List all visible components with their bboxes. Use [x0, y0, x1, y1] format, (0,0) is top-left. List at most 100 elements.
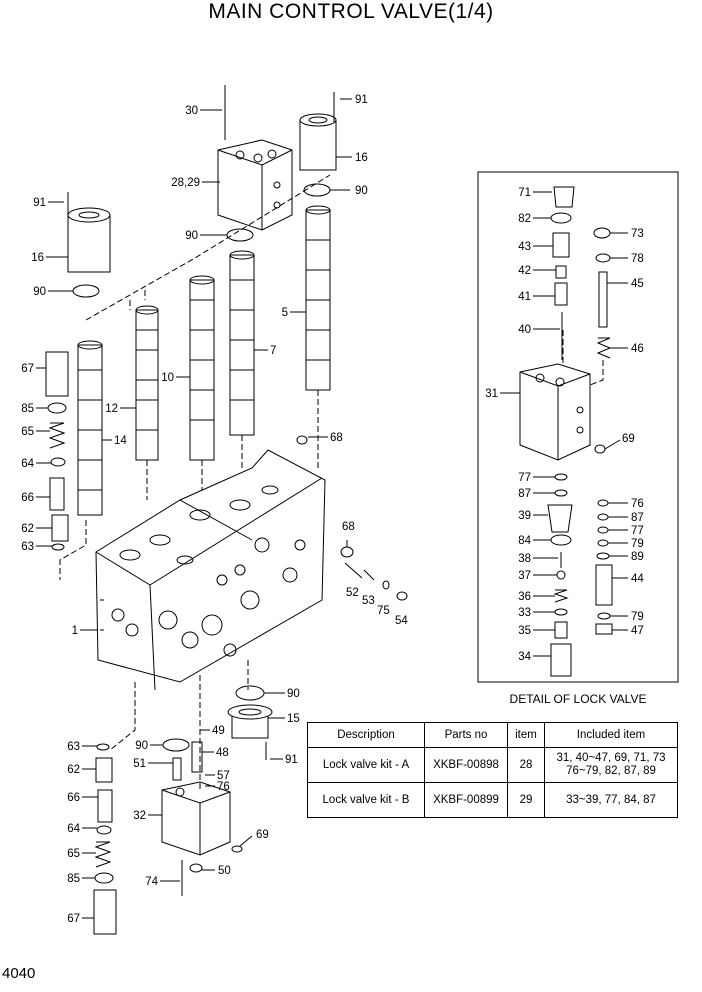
callout-28-29: 28,29: [171, 177, 200, 189]
callout-85-upper: 85: [21, 403, 34, 415]
detail-callout-87-left: 87: [518, 488, 531, 500]
detail-caption: DETAIL OF LOCK VALVE: [510, 692, 647, 706]
callout-51: 51: [133, 758, 146, 770]
detail-callout-82: 82: [518, 213, 531, 225]
callout-30: 30: [185, 105, 198, 117]
cell-description: Lock valve kit - B: [307, 782, 425, 818]
included-line-1: 33~39, 77, 84, 87: [566, 793, 656, 806]
cell-included-item: 31, 40~47, 69, 71, 73 76~79, 82, 87, 89: [544, 747, 678, 783]
callout-66-upper: 66: [21, 492, 34, 504]
detail-parts: [519, 186, 613, 677]
main-valve-body: [95, 449, 326, 691]
callout-50: 50: [218, 865, 231, 877]
detail-callout-37: 37: [518, 570, 531, 582]
cell-item: 29: [507, 782, 545, 818]
detail-callout-77-left: 77: [518, 472, 531, 484]
callout-63-lower: 63: [67, 741, 80, 753]
lock-valve-kit-table: Description Parts no item Included item …: [307, 722, 678, 818]
o-ring-90-e: [162, 738, 190, 752]
detail-callout-76: 76: [631, 498, 644, 510]
poppet-52: [344, 562, 363, 579]
included-line-2: 76~79, 82, 87, 89: [566, 765, 656, 777]
callout-67-lower: 67: [67, 913, 80, 925]
detail-callout-43: 43: [518, 241, 531, 253]
lock-valve-detail-frame: [477, 171, 679, 683]
callout-90-upper: 90: [355, 185, 368, 197]
callout-67-upper: 67: [21, 363, 34, 375]
callout-66-lower: 66: [67, 792, 80, 804]
cell-parts-no: XKBF-00899: [424, 782, 508, 818]
o-ring-90-d: [235, 685, 265, 701]
callout-5: 5: [282, 307, 288, 319]
detail-callout-77-right: 77: [631, 525, 644, 537]
spool-14: [77, 340, 103, 516]
callout-49: 49: [212, 725, 225, 737]
o-ring-90-a: [303, 183, 331, 197]
cell-description: Lock valve kit - A: [307, 747, 425, 783]
left-stack-lower: [93, 743, 117, 935]
detail-callout-73: 73: [631, 228, 644, 240]
callout-12: 12: [105, 403, 118, 415]
detail-callout-78: 78: [631, 253, 644, 265]
o-ring-90-c: [72, 284, 100, 298]
callout-64-lower: 64: [67, 823, 80, 835]
detail-callout-71: 71: [518, 187, 531, 199]
callout-68-upper: 68: [330, 432, 343, 444]
callout-90-lower: 90: [135, 740, 148, 752]
callout-7: 7: [270, 345, 276, 357]
spool-12: [135, 305, 159, 461]
detail-callout-36: 36: [518, 591, 531, 603]
callout-32: 32: [133, 810, 146, 822]
detail-callout-38: 38: [518, 553, 531, 565]
callout-10: 10: [161, 372, 174, 384]
detail-callout-39: 39: [518, 510, 531, 522]
cell-item: 28: [507, 747, 545, 783]
callout-62-lower: 62: [67, 764, 80, 776]
detail-callout-84: 84: [518, 535, 531, 547]
detail-callout-79-upper: 79: [631, 538, 644, 550]
callout-90-cover: 90: [287, 688, 300, 700]
piston-51: [172, 757, 182, 781]
callout-91-left: 91: [33, 197, 46, 209]
lock-valve-block-32: [161, 781, 231, 856]
spool-10: [189, 275, 215, 461]
callout-90-block: 90: [185, 230, 198, 242]
callout-75: 75: [377, 605, 390, 617]
callout-15: 15: [287, 713, 300, 725]
callout-65-lower: 65: [67, 848, 80, 860]
leader-lines: [36, 98, 628, 919]
spring-53: [363, 569, 375, 581]
page-number: 4040: [2, 965, 36, 982]
header-parts-no: Parts no: [424, 722, 508, 748]
callout-14: 14: [114, 435, 127, 447]
detail-callout-44: 44: [631, 573, 644, 585]
kit-table-header-row: Description Parts no item Included item: [307, 722, 678, 748]
spool-7: [229, 250, 255, 436]
callout-63-upper: 63: [21, 541, 34, 553]
plug-68-upper: [296, 435, 308, 445]
cell-parts-no: XKBF-00898: [424, 747, 508, 783]
callout-85-lower: 85: [67, 873, 80, 885]
callout-54: 54: [395, 615, 408, 627]
callout-90-left: 90: [33, 286, 46, 298]
cover-15: [227, 704, 273, 739]
detail-callout-35: 35: [518, 625, 531, 637]
included-line-1: 31, 40~47, 69, 71, 73: [556, 752, 666, 764]
detail-callout-46: 46: [631, 343, 644, 355]
detail-callout-47: 47: [631, 625, 644, 637]
plug-68-lower: [340, 546, 354, 558]
detail-callout-40: 40: [518, 324, 531, 336]
callout-1: 1: [72, 625, 78, 637]
lock-valve-block-28-29: [217, 139, 293, 231]
detail-callout-45: 45: [631, 278, 644, 290]
table-row: Lock valve kit - A XKBF-00898 28 31, 40~…: [307, 747, 678, 783]
detail-callout-69: 69: [622, 433, 635, 445]
detail-callout-89: 89: [631, 551, 644, 563]
detail-callout-41: 41: [518, 291, 531, 303]
callout-91-upper: 91: [355, 94, 368, 106]
callout-91-lower: 91: [285, 754, 298, 766]
callout-65-upper: 65: [21, 426, 34, 438]
callout-68-lower: 68: [342, 521, 355, 533]
left-stack-upper: [45, 351, 69, 551]
